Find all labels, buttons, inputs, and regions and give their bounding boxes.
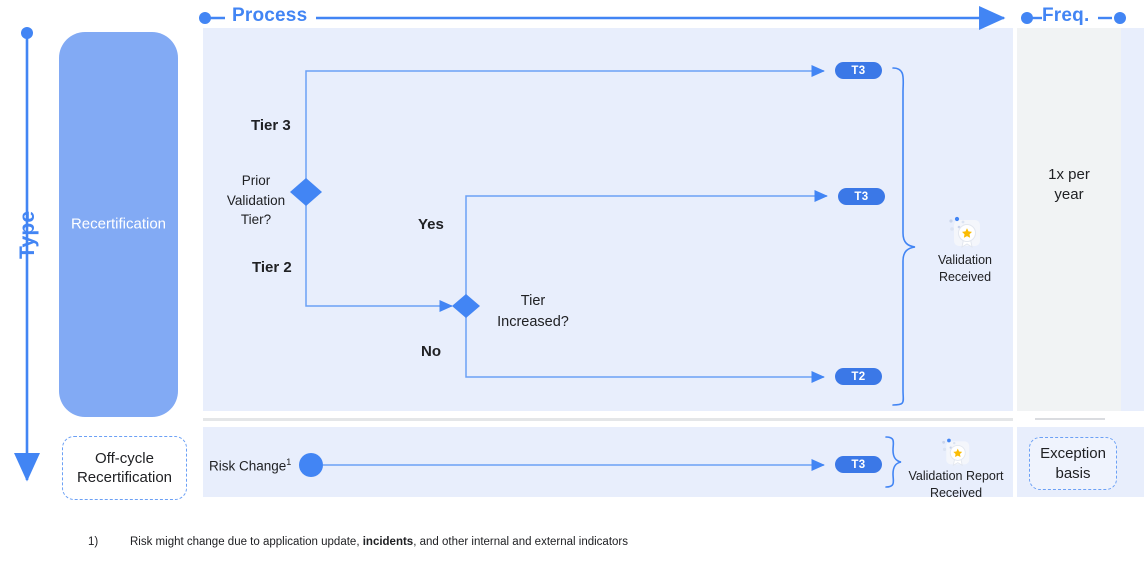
start-node-label-risk-change: Risk Change1 — [209, 457, 291, 474]
outcome-validation-report-received-line1: Validation Report — [908, 469, 1004, 483]
outcome-validation-received-line1: Validation — [938, 253, 992, 267]
footnote-text-after: , and other internal and external indica… — [413, 536, 629, 548]
decision-label-prior-line2: Validation — [226, 192, 286, 208]
outcome-validation-report-received-line2: Received — [929, 485, 983, 500]
decision-label-prior-line3: Tier? — [240, 212, 272, 228]
branch-label-tier2: Tier 2 — [252, 259, 292, 276]
type-block-offcycle-line2: Recertification — [76, 469, 173, 486]
wire-no-to-t2 — [465, 306, 825, 383]
award-badge-icon-offcycle — [942, 438, 970, 467]
decision-prior-validation-tier[interactable] — [290, 178, 322, 206]
frequency-value-recertification-line2: year — [1054, 186, 1084, 204]
decision-tier-increased[interactable] — [452, 294, 480, 318]
frequency-lane-recertification — [1017, 28, 1121, 411]
decision-label-tier-increased: Tier Increased? — [483, 291, 583, 332]
footnote: 1) Risk might change due to application u… — [88, 536, 1088, 548]
branch-label-tier3: Tier 3 — [251, 117, 291, 134]
wire-risk-change-to-t3 — [299, 453, 825, 477]
outcome-validation-received: Validation Received — [930, 215, 1000, 286]
frequency-value-offcycle-line1: Exception — [1040, 445, 1106, 462]
outcome-validation-received-caption: Validation Received — [930, 252, 1000, 286]
frequency-value-offcycle-line2: basis — [1055, 464, 1091, 482]
outcome-validation-report-received-caption: Validation Report Received — [900, 468, 1012, 502]
lane-divider — [203, 418, 1013, 421]
decision-label-tier-increased-line2: Increased? — [497, 313, 569, 330]
branch-label-no: No — [421, 343, 441, 360]
outcome-brace-offcycle — [885, 436, 902, 488]
decision-label-tier-increased-line1: Tier — [520, 293, 546, 309]
wire-tier2-to-decision2 — [305, 192, 453, 312]
process-axis-arrow — [199, 6, 1006, 30]
frequency-value-offcycle-text: Exception basis — [1040, 444, 1106, 483]
start-node-label-risk-change-footnote-ref: 1 — [286, 457, 292, 467]
award-badge-icon — [949, 216, 980, 249]
tier-pill-t3-mid[interactable]: T3 — [838, 188, 885, 205]
process-lane-recertification — [203, 28, 1013, 411]
wire-tier3-to-t3 — [305, 65, 825, 192]
frequency-axis-arrow — [1021, 12, 1126, 24]
decision-label-prior-validation-tier: Prior Validation Tier? — [226, 171, 286, 230]
start-node-label-risk-change-text: Risk Change — [209, 458, 287, 474]
frequency-value-recertification-line1: 1x per — [1048, 166, 1090, 183]
footnote-number: 1) — [88, 536, 99, 548]
frequency-value-offcycle[interactable]: Exception basis — [1029, 437, 1117, 490]
process-axis-label: Process — [232, 5, 308, 26]
frequency-lane-divider — [1035, 418, 1105, 420]
outcome-validation-received-line2: Received — [938, 269, 992, 284]
freq-axis-label: Freq. — [1042, 5, 1090, 26]
wire-yes-to-t3 — [465, 190, 828, 306]
tier-pill-t2-bottom[interactable]: T2 — [835, 368, 882, 385]
footnote-text-bold: incidents — [362, 536, 414, 548]
type-block-offcycle-line1: Off-cycle — [95, 449, 154, 467]
type-axis-arrow — [14, 27, 40, 482]
type-block-offcycle[interactable]: Off-cycle Recertification — [62, 436, 187, 500]
outcome-validation-report-received: Validation Report Received — [900, 437, 1012, 502]
type-block-recertification-label: Recertification — [70, 215, 167, 233]
tier-pill-t3-offcycle[interactable]: T3 — [835, 456, 882, 473]
decision-label-prior-line1: Prior — [241, 173, 271, 188]
type-block-recertification[interactable]: Recertification — [59, 32, 178, 417]
type-block-offcycle-label: Off-cycle Recertification — [77, 449, 172, 487]
tier-pill-t3-top[interactable]: T3 — [835, 62, 882, 79]
outcome-brace-recertification — [892, 67, 916, 406]
footnote-text-before: Risk might change due to application upd… — [130, 536, 363, 548]
frequency-lane-edge — [1121, 28, 1144, 411]
branch-label-yes: Yes — [418, 216, 444, 233]
frequency-value-recertification: 1x per year — [1017, 165, 1121, 206]
